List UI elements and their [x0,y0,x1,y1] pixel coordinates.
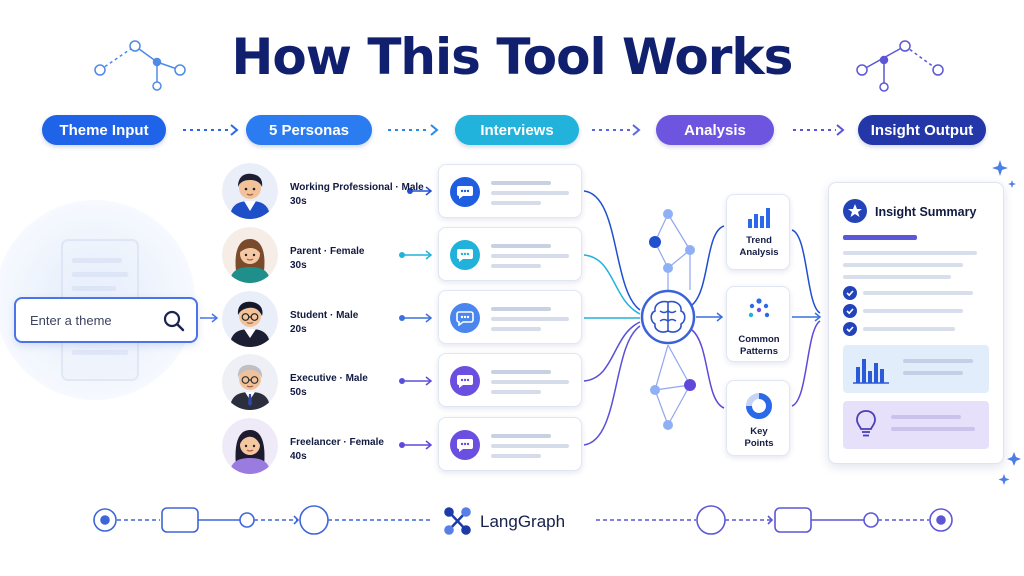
analysis-network-nodes [649,209,696,430]
star-badge-icon [843,199,867,223]
bar-chart-icon [853,359,889,384]
lightbulb-icon [856,410,876,437]
interview-card-5[interactable] [438,417,582,471]
checkmark-icon [843,322,857,336]
input-arrow [200,313,219,323]
bar-chart-icon [748,208,770,228]
persona-label-working-professional: Working Professional · Male 30s [290,182,424,207]
chat-bubble-icon [450,303,480,333]
insight-chart-block [843,345,989,393]
converge-lines [583,190,641,446]
persona-arrow-dots [399,188,413,448]
step-personas[interactable]: 5 Personas [246,115,372,145]
interview-card-3[interactable] [438,290,582,344]
step-insight-output[interactable]: Insight Output [858,115,986,145]
node-graph-decoration-left [94,40,186,91]
chat-bubble-icon [450,240,480,270]
chat-bubble-icon [450,177,480,207]
theme-search-box[interactable] [14,297,198,343]
chat-bubble-icon [450,430,480,460]
checkmark-icon [843,286,857,300]
interview-card-2[interactable] [438,227,582,281]
persona-label-parent: Parent · Female 30s [290,246,365,271]
dots-cluster-icon [748,298,770,318]
persona-avatar-student [222,291,278,347]
interview-card-1[interactable] [438,164,582,218]
step-interviews[interactable]: Interviews [455,115,579,145]
persona-label-freelancer: Freelancer · Female 40s [290,437,384,462]
donut-chart-icon [746,393,772,419]
panel-inputs [791,229,822,407]
step-analysis[interactable]: Analysis [656,115,774,145]
brain-node [640,289,696,345]
insight-idea-block [843,401,989,449]
persona-label-student: Student · Male 20s [290,310,359,335]
analysis-card-key-points[interactable]: Key Points [726,380,790,456]
node-graph-decoration-right [856,40,944,92]
persona-arrows [404,186,433,450]
step-arrowheads [230,124,845,136]
brain-outputs [691,225,725,409]
search-icon[interactable] [162,309,186,333]
step-theme-input[interactable]: Theme Input [42,115,166,145]
persona-avatar-freelancer [222,418,278,474]
page-title: How This Tool Works [231,28,794,86]
chat-bubble-icon [450,366,480,396]
persona-avatar-executive [222,354,278,410]
bottom-pipeline [93,505,953,535]
analysis-card-trend[interactable]: Trend Analysis [726,194,790,270]
persona-avatar-parent [222,227,278,283]
langgraph-logo-icon [444,507,471,535]
brain-icon [650,300,686,333]
interview-card-4[interactable] [438,353,582,407]
theme-input[interactable] [30,312,160,328]
checkmark-icon [843,304,857,318]
insight-summary-panel[interactable]: Insight Summary [828,182,1004,464]
langgraph-label: LangGraph [480,512,566,531]
persona-avatar-working-professional [222,163,278,219]
persona-label-executive: Executive · Male 50s [290,373,368,398]
sparkle-icons [992,160,1021,485]
analysis-card-patterns[interactable]: Common Patterns [726,286,790,362]
